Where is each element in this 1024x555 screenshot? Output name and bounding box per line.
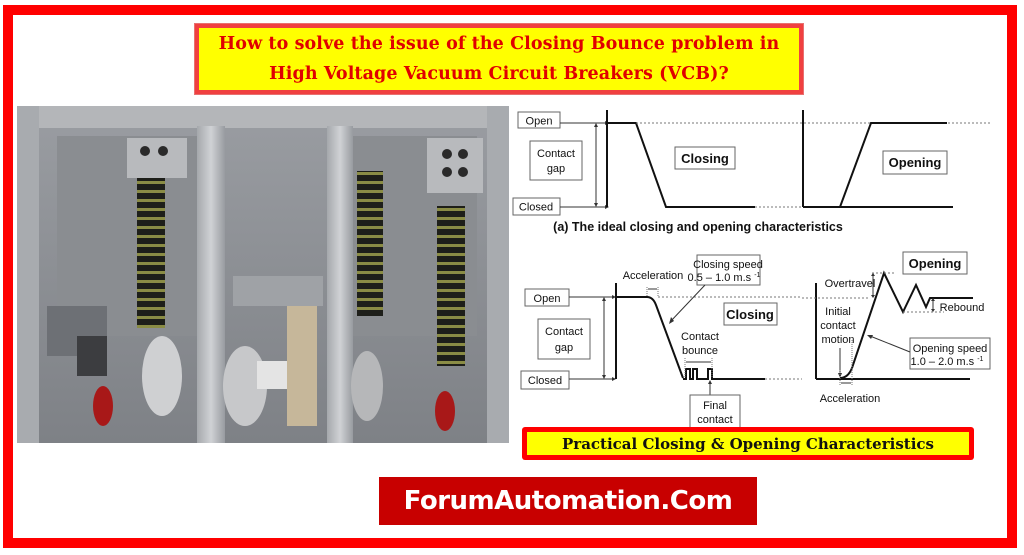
initial-motion-label-2: contact [820, 320, 855, 332]
opening-label: Opening [889, 155, 942, 170]
practical-open-label: Open [534, 293, 561, 305]
contact-gap-label-2: gap [547, 163, 565, 175]
initial-motion-label-1: Initial [825, 306, 851, 318]
final-contact-label-2: contact [697, 414, 732, 426]
opening-speed-label-1: Opening speed [913, 343, 988, 355]
contact-gap-label-box [529, 140, 583, 181]
vcb-mechanism-photo [17, 106, 509, 443]
svg-text:1.0 – 2.0 m.s -1: 1.0 – 2.0 m.s -1 [911, 356, 984, 368]
title-line-1: How to solve the issue of the Closing Bo… [218, 34, 780, 54]
closing-speed-label-2: 0.5 – 1.0 m.s [688, 272, 752, 284]
ideal-caption: (a) The ideal closing and opening charac… [553, 220, 843, 234]
practical-contact-gap-1: Contact [545, 326, 583, 338]
opening-speed-exponent: -1 [977, 356, 983, 363]
contact-bounce-label-1: Contact [681, 331, 719, 343]
practical-contact-gap-2: gap [555, 342, 573, 354]
ideal-characteristics: Open Contact gap Closed Closing Opening … [512, 110, 990, 234]
title-banner: How to solve the issue of the Closing Bo… [195, 24, 803, 94]
practical-closing-label: Closing [726, 307, 774, 322]
acceleration-bottom-label: Acceleration [820, 393, 881, 405]
vcb-mechanism-illustration [17, 106, 509, 443]
open-label-box [517, 111, 561, 129]
svg-text:0.5 – 1.0 m.s -1: 0.5 – 1.0 m.s -1 [688, 272, 761, 284]
contact-bounce-label-2: bounce [682, 345, 718, 357]
overtravel-label: Overtravel [825, 278, 876, 290]
closing-label: Closing [681, 151, 729, 166]
title-line-2: High Voltage Vacuum Circuit Breakers (VC… [269, 64, 729, 84]
practical-opening-label: Opening [909, 256, 962, 271]
subtitle-text: Practical Closing & Opening Characterist… [527, 432, 969, 455]
open-label: Open [526, 116, 553, 128]
subtitle-banner: Practical Closing & Opening Characterist… [522, 427, 974, 460]
closing-speed-exponent: -1 [754, 272, 760, 279]
contact-characteristics-diagram: Open Contact gap Closed Closing Opening … [512, 110, 991, 430]
final-contact-label-1: Final [703, 400, 727, 412]
contact-gap-label-1: Contact [537, 148, 575, 160]
practical-characteristics: Open Contact gap Closed Acceleration Clo… [520, 251, 991, 430]
practical-closed-label: Closed [528, 375, 562, 387]
initial-motion-label-3: motion [821, 334, 854, 346]
closing-speed-label-1: Closing speed [693, 259, 763, 271]
opening-speed-label-2: 1.0 – 2.0 m.s [911, 356, 975, 368]
rebound-label: Rebound [940, 302, 985, 314]
closed-label: Closed [519, 202, 553, 214]
brand-logo: ForumAutomation.Com [379, 477, 757, 525]
acceleration-top-label: Acceleration [623, 270, 684, 282]
